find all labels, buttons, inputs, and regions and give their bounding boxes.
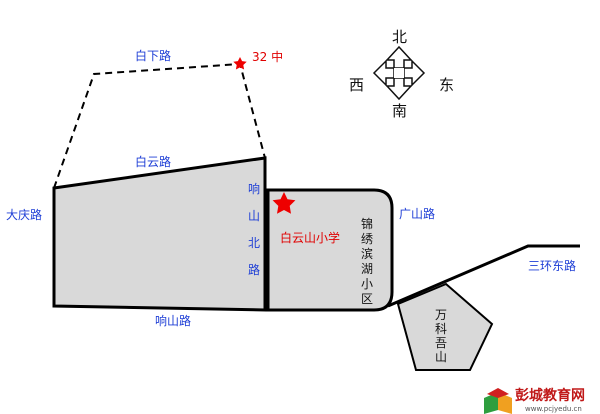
wanke-wushan-block (396, 282, 494, 371)
compass-south-label: 南 (392, 102, 407, 120)
baiyunshan-school-star-icon (272, 192, 296, 214)
wanke-wushan-char: 科 (435, 322, 447, 336)
book-logo-icon (484, 388, 512, 414)
sanhuan-east-road-line (387, 244, 580, 308)
jinxiu-binhu-char: 绣 (361, 232, 373, 246)
jinxiu-binhu-char: 区 (361, 292, 373, 306)
compass-north-label: 北 (392, 28, 407, 46)
xiangshan-north-road-char: 路 (248, 262, 260, 277)
watermark: 彭城教育网 www.pcjyedu.cn (484, 387, 585, 414)
sanhuan-east-road-label: 三环东路 (528, 258, 576, 273)
jinxiu-binhu-char: 湖 (361, 261, 373, 276)
baiyunshan-school-label: 白云山小学 (280, 230, 340, 245)
dashed-boundary (53, 62, 266, 189)
jinxiu-binhu-char: 锦 (361, 217, 373, 231)
compass-west-label: 西 (349, 76, 364, 94)
school-32-star-icon (233, 57, 247, 70)
jinxiu-binhu-char: 滨 (361, 246, 373, 261)
west-block (52, 156, 267, 312)
xiangshan-north-road-char: 山 (248, 209, 260, 223)
wanke-wushan-char: 吾 (435, 336, 447, 350)
compass-east-label: 东 (439, 76, 454, 94)
wanke-wushan-char: 万 (435, 308, 447, 322)
baixia-road-label: 白下路 (135, 48, 171, 63)
watermark-site-name: 彭城教育网 (515, 387, 585, 404)
guangshan-road-label: 广山路 (399, 206, 435, 221)
xiangshan-north-road-char: 北 (248, 236, 260, 250)
school-block (266, 188, 394, 312)
xiangshan-north-road-char: 响 (248, 181, 260, 196)
watermark-url: www.pcjyedu.cn (525, 405, 582, 413)
baiyun-road-label: 白云路 (135, 154, 171, 169)
jinxiu-binhu-char: 小 (361, 277, 373, 291)
xiangshan-road-label: 响山路 (155, 313, 191, 328)
wanke-wushan-char: 山 (435, 350, 447, 364)
daqing-road-label: 大庆路 (6, 207, 42, 222)
school-32-label: 32 中 (252, 49, 283, 64)
compass-arrows-icon (372, 45, 426, 101)
